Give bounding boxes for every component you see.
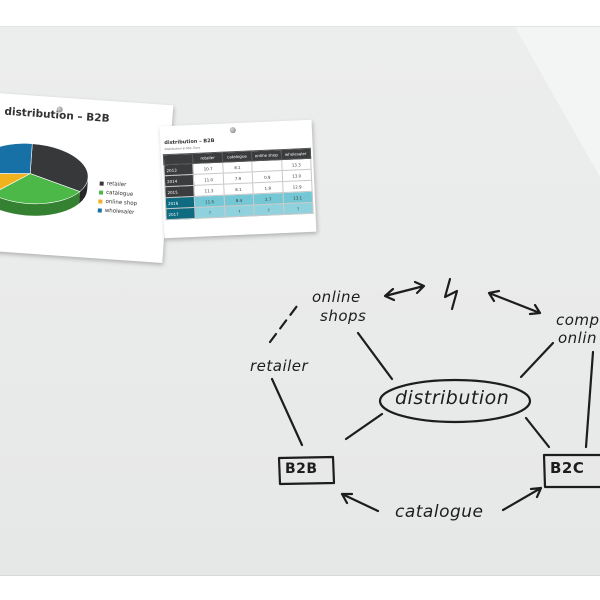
distribution-ellipse — [378, 378, 532, 424]
online-label: online — [312, 288, 361, 306]
b2c-box — [542, 453, 600, 489]
whiteboard-sketch — [268, 277, 600, 513]
line-distribution-b2b — [344, 412, 384, 441]
pie-chart — [0, 143, 89, 216]
b2b-label: B2B — [285, 461, 318, 477]
arrow-catalogue-left — [340, 492, 380, 513]
line-comp-b2c — [584, 350, 595, 449]
line-shops-distribution — [356, 331, 394, 381]
pie-slice-catalogue — [0, 173, 81, 205]
line-distribution-b2c — [524, 416, 551, 449]
pie-slice-side — [79, 177, 89, 204]
arrow-catalogue-right — [501, 486, 543, 512]
dashed-line-retailer-shops — [268, 304, 299, 344]
line-retailer-b2b — [270, 377, 304, 447]
b2b-box — [277, 455, 336, 486]
catalogue-label: catalogue — [395, 502, 484, 522]
pie-slice-side — [0, 191, 80, 216]
arrow-bolt-comp — [487, 289, 542, 316]
pie-slice-retailer — [29, 143, 89, 192]
pie-slices — [0, 143, 89, 216]
whiteboard: distribution – B2B retailer catalogue on… — [0, 26, 600, 576]
comp-label: comp — [556, 311, 600, 329]
onlin-label: onlin — [558, 329, 598, 347]
pie-slice-online-shop — [0, 173, 31, 195]
b2c-label: B2C — [550, 459, 585, 477]
line-comp-distribution — [519, 341, 555, 379]
retailer-label: retailer — [250, 357, 309, 375]
arrow-shops-bolt — [383, 280, 426, 302]
whiteboard-glare — [515, 27, 600, 177]
lightning-bolt-icon — [443, 277, 459, 311]
pie-slice-wholesaler — [0, 143, 33, 174]
distribution-label: distribution — [395, 387, 510, 409]
pie-chart-printout: distribution – B2B retailer catalogue on… — [0, 92, 174, 264]
shops-label: shops — [320, 307, 367, 325]
